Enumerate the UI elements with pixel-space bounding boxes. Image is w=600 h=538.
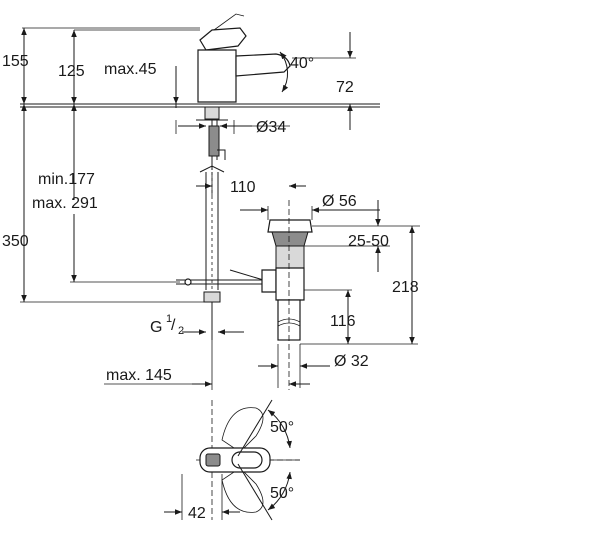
lever-rotated-down bbox=[221, 467, 264, 513]
thread-denominator: 2 bbox=[178, 325, 184, 337]
dim-40-degrees: 40° bbox=[290, 55, 314, 72]
dim-116: 116 bbox=[330, 313, 356, 330]
plan-lever bbox=[231, 451, 263, 469]
waste-body bbox=[275, 245, 305, 269]
thread-slash: / bbox=[171, 317, 176, 334]
dim-max45: max.45 bbox=[104, 61, 157, 78]
dim-dia32: Ø 32 bbox=[334, 353, 369, 370]
dim-max145: max. 145 bbox=[106, 367, 172, 384]
lever-max-open bbox=[213, 13, 245, 31]
dimension-lines bbox=[20, 27, 420, 390]
dim-dia34: Ø34 bbox=[256, 119, 286, 136]
waste-body-lower bbox=[275, 267, 305, 301]
spout bbox=[235, 53, 291, 77]
mixer-body bbox=[20, 13, 380, 170]
waste-body-top bbox=[271, 231, 309, 247]
dim-bottom-50-degrees: 50° bbox=[270, 485, 294, 502]
plan-view bbox=[164, 399, 300, 521]
plan-spout bbox=[205, 453, 221, 467]
thread-g: G bbox=[150, 319, 162, 336]
dim-218: 218 bbox=[392, 279, 419, 296]
dim-72: 72 bbox=[336, 79, 354, 96]
waste-plug bbox=[267, 219, 313, 233]
fixing-nut bbox=[204, 106, 220, 120]
popup-rod bbox=[176, 269, 271, 286]
stud-thread bbox=[208, 125, 220, 157]
dim-25-50: 25-50 bbox=[348, 233, 389, 250]
dim-155: 155 bbox=[2, 53, 29, 70]
dim-dia56: Ø 56 bbox=[322, 193, 357, 210]
dim-125: 125 bbox=[58, 63, 85, 80]
dim-max291: max. 291 bbox=[32, 195, 98, 212]
hose-connector bbox=[203, 291, 221, 303]
stud-hook bbox=[217, 149, 226, 160]
dim-350: 350 bbox=[2, 233, 29, 250]
waste-lever-housing bbox=[261, 269, 277, 293]
thread-numerator: 1 bbox=[166, 313, 172, 325]
dim-top-50-degrees: 50° bbox=[270, 419, 294, 436]
dimension-labels: 155 125 max.45 40° 72 Ø34 min.177 max. 2… bbox=[2, 53, 419, 522]
dim-thread-size: G 1 / 2 bbox=[150, 313, 184, 337]
waste-assembly bbox=[261, 200, 313, 390]
lever-handle bbox=[199, 27, 247, 51]
dim-42: 42 bbox=[188, 505, 206, 522]
dim-110: 110 bbox=[230, 179, 256, 196]
lever-rotated-up bbox=[221, 407, 264, 453]
dim-min177: min.177 bbox=[38, 171, 95, 188]
mixer-housing bbox=[197, 49, 237, 103]
